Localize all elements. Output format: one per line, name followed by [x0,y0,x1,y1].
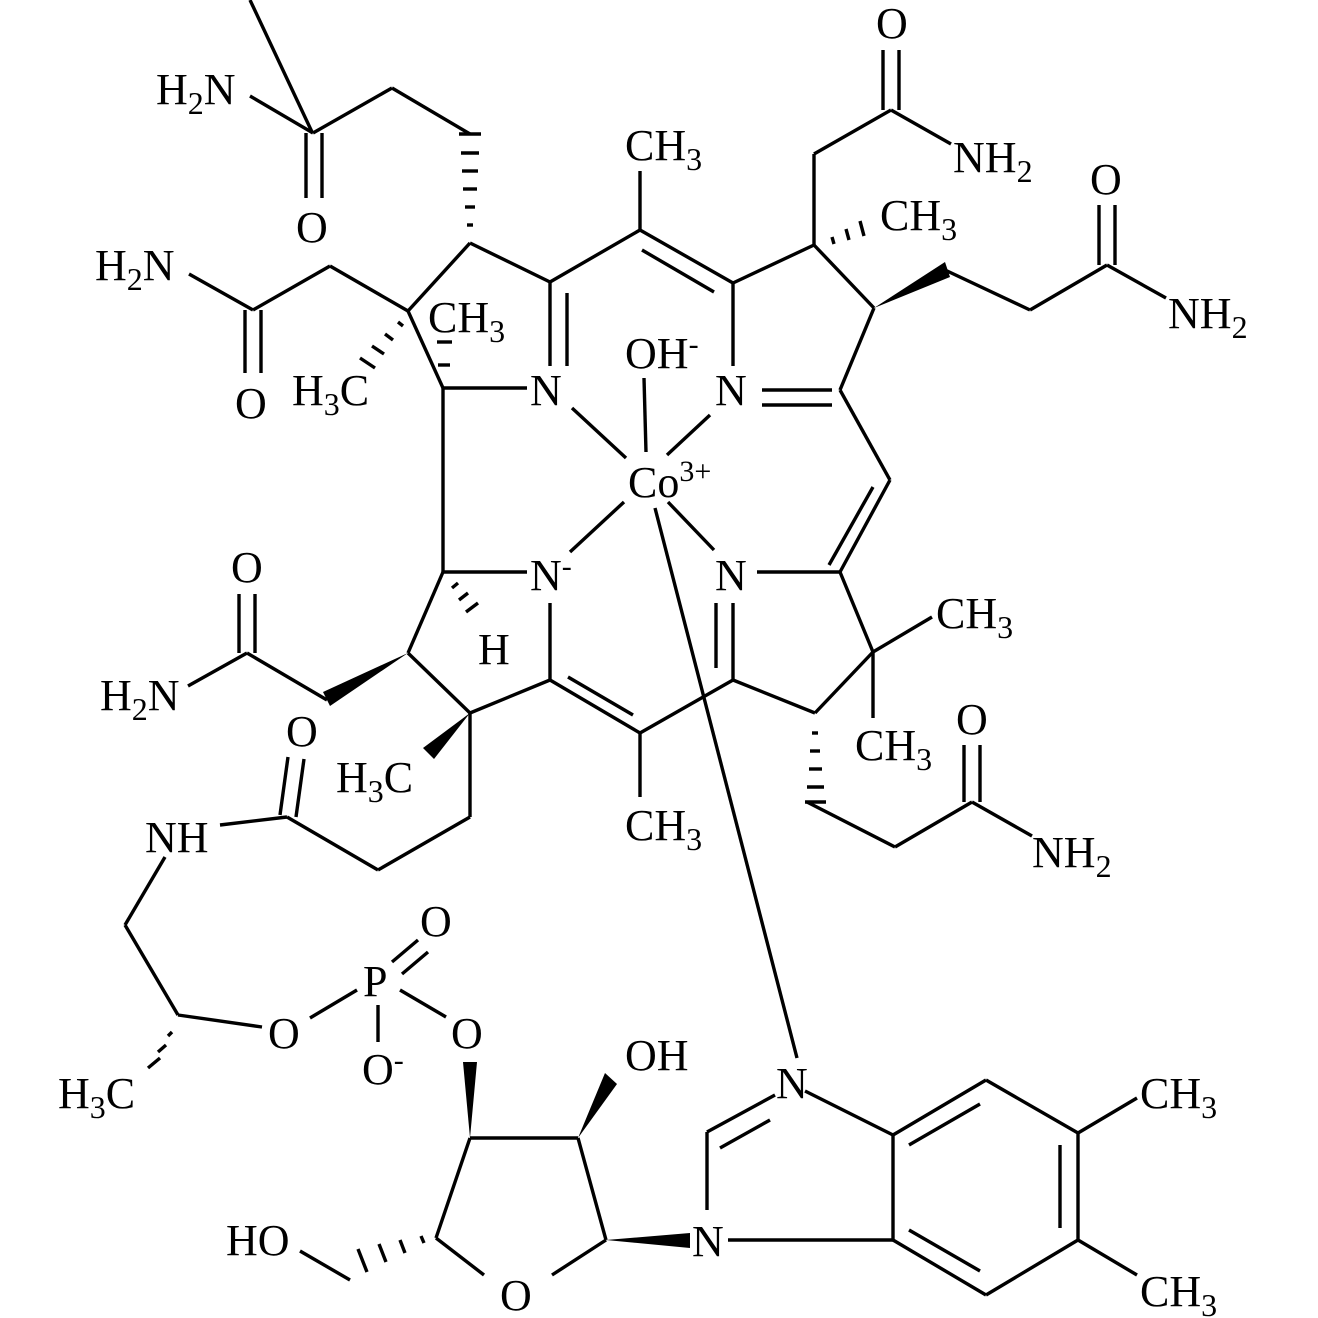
label-propanol-h3c: H3C [58,1069,135,1125]
label-ringC-ch3-lower: CH3 [855,721,932,777]
atom-labels: H2N O H2N O CH3 H3C CH3 O NH2 CH3 O NH2 … [58,0,1248,1318]
label-phosphate-o-double: O [420,897,452,946]
label-ribose-ring-o: O [500,1271,532,1318]
label-top-left-o: O [296,203,328,252]
label-n-top-left: N [530,366,562,415]
label-linker-o: O [286,707,318,756]
label-bzim-n-top: N [776,1059,808,1108]
label-ringD-h3c: H3C [336,753,413,809]
label-top-right-nh2: NH2 [953,133,1033,189]
label-phosphorus: P [363,957,387,1006]
label-far-right-o: O [1090,155,1122,204]
label-n-bottom-right: N [715,551,747,600]
label-n-bottom-left: N- [530,550,572,600]
label-ringD-h2n: H2N [100,671,180,727]
label-bzim-ch3-bottom: CH3 [1140,1267,1217,1318]
label-ester-o-right: O [451,1009,483,1058]
label-phosphate-o-minus: O- [362,1044,404,1094]
label-top-right-o: O [876,0,908,48]
label-ringA-ch3: CH3 [428,293,505,349]
label-hydroxide: OH- [625,328,699,378]
label-ribose-ho: HO [226,1216,290,1265]
label-ringC-ch3-upper: CH3 [936,589,1013,645]
label-top-ch3: CH3 [625,121,702,177]
label-lower-right-o: O [956,695,988,744]
label-bottom-ch3: CH3 [625,801,702,857]
label-ringD-h: H [478,625,510,674]
hashed-bonds [146,132,866,1273]
label-far-right-nh2: NH2 [1168,289,1248,345]
label-cobalt: Co3+ [628,455,711,507]
label-bzim-n-bottom: N [692,1217,724,1266]
bond-lines [123,0,1167,1297]
label-linker-nh: NH [145,813,209,862]
label-lower-right-nh2: NH2 [1032,828,1112,884]
label-bzim-ch3-top: CH3 [1140,1069,1217,1125]
label-ringB-ch3: CH3 [880,191,957,247]
wedge-bonds [323,262,950,1248]
label-mid-left-o: O [235,379,267,428]
label-top-left-h2n: H2N [156,65,236,121]
label-ester-o-left: O [268,1009,300,1058]
label-mid-left-h2n: H2N [95,241,175,297]
label-n-top-right: N [715,366,747,415]
label-ringD-o: O [231,543,263,592]
label-ringA-h3c: H3C [292,366,369,422]
label-ribose-oh: OH [625,1031,689,1080]
